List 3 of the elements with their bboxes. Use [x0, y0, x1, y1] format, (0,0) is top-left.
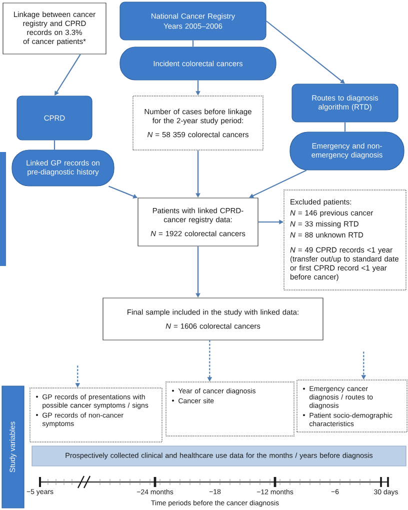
connector-line	[344, 122, 346, 132]
connector-line	[54, 140, 56, 150]
connector-line	[192, 40, 194, 47]
